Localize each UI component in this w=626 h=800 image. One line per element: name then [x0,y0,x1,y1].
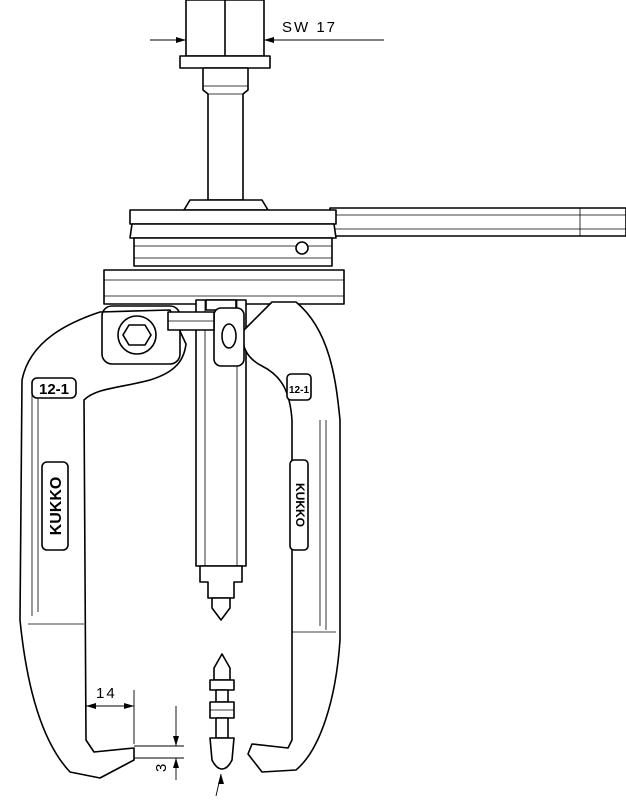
head-plate [103,209,345,305]
head-body [103,269,345,305]
model-label-right: 12-1 [289,385,309,396]
jaw-height-label: 3 [153,762,170,772]
hex-socket-icon [122,324,152,346]
spindle-shaft [202,67,249,201]
right-jaw: 12-1 KUKKO [167,299,341,773]
jaw-width-label: 14 [96,685,117,702]
spindle-nut [183,199,269,211]
model-label-left: 12-1 [39,381,69,398]
spindle-tip [211,597,231,621]
left-jaw: 12-1 KUKKO [19,305,187,779]
brand-label-right: KUKKO [293,483,307,527]
lever-bar [329,207,626,237]
spare-spindle-point [209,653,235,797]
dimension-jaw-height: 3 [134,706,184,780]
dimension-wrench-size: SW 17 [150,19,384,43]
spindle-upper [179,0,271,211]
left-pivot [117,315,157,355]
right-pivot [213,307,245,367]
dimension-jaw-width: 14 [85,685,135,744]
wrench-size-label: SW 17 [282,19,337,36]
brand-label-left: KUKKO [48,477,65,536]
hex-washer [179,55,271,69]
